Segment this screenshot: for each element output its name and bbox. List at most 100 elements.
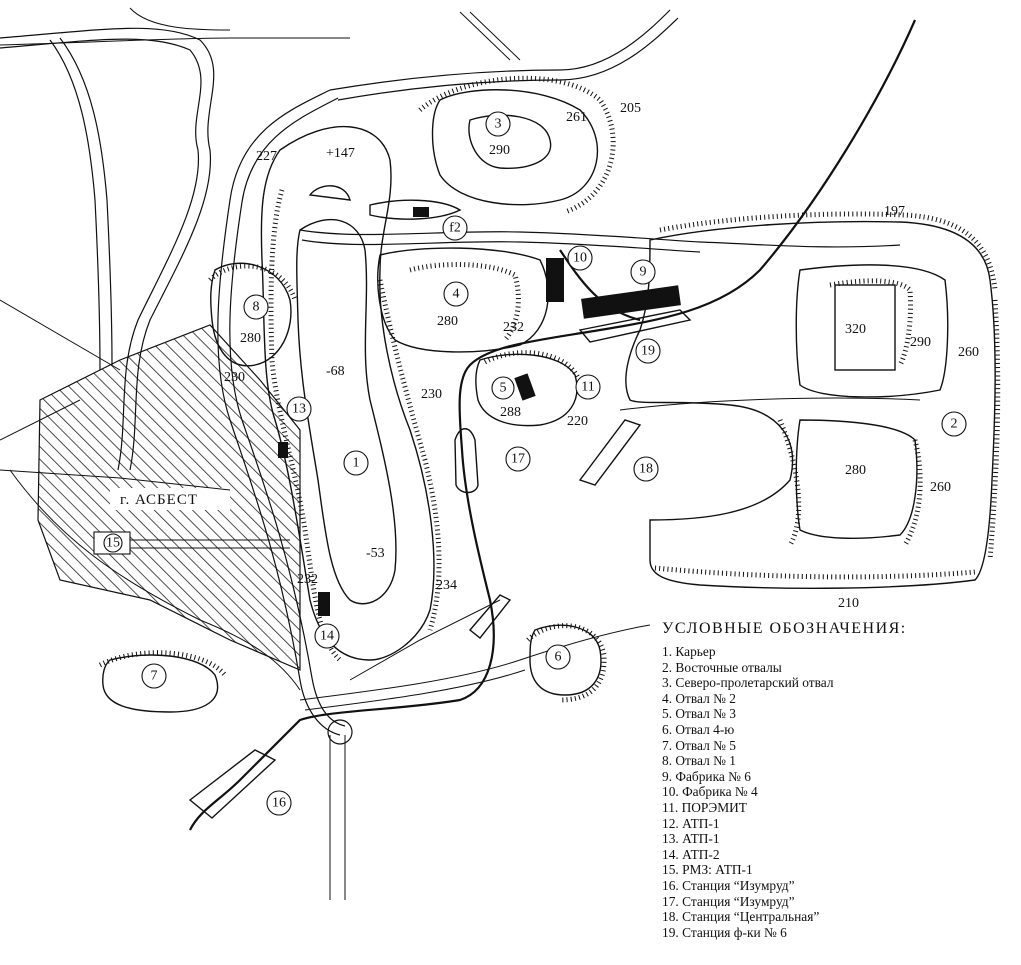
svg-text:16: 16	[272, 796, 286, 811]
elev-label: 227	[256, 149, 277, 164]
legend-item-4: 4. Отвал № 2	[662, 690, 736, 706]
svg-text:13: 13	[292, 402, 306, 417]
road-central	[299, 229, 901, 248]
site-marker-11: 11	[575, 374, 601, 400]
elev-label: 260	[930, 480, 951, 495]
elev-label: 210	[838, 596, 859, 611]
pit-outline	[260, 125, 435, 661]
elev-label: 232	[297, 572, 318, 587]
road-west-south	[9, 469, 301, 691]
station-17-shape	[454, 428, 479, 494]
elev-label: 290	[910, 335, 931, 350]
site-marker-5: 5	[491, 376, 515, 400]
dump-8-outline	[210, 262, 292, 367]
road-east-west	[619, 397, 921, 411]
road-northeast	[459, 11, 521, 61]
site-marker-4: 4	[443, 281, 469, 307]
site-marker-7: 7	[141, 663, 167, 689]
dump-2-hachure-east	[987, 299, 1001, 561]
elev-label: -53	[366, 546, 385, 561]
legend-item-18: 18. Станция “Центральная”	[662, 909, 820, 925]
road-south-2	[304, 669, 526, 711]
legend-item-7: 7. Отвал № 5	[662, 737, 736, 753]
atp-2-building-14	[318, 592, 330, 616]
road-city-link	[130, 539, 290, 549]
dump-4-outline	[377, 247, 549, 353]
atp-1-building-13	[278, 442, 288, 458]
elev-label: 290	[489, 143, 510, 158]
dump-3-hachure	[418, 75, 616, 215]
elev-label: 197	[884, 204, 905, 219]
svg-text:7: 7	[151, 669, 158, 684]
site-marker-9: 9	[630, 259, 656, 285]
legend-item-10: 10. Фабрика № 4	[662, 784, 758, 800]
elev-label: 288	[500, 405, 521, 420]
elev-label: 320	[845, 322, 866, 337]
legend-item-14: 14. АТП-2	[662, 846, 720, 862]
elev-label: -68	[326, 364, 345, 379]
station-16-shape	[188, 749, 277, 819]
site-marker-12: f2	[442, 215, 468, 241]
elev-label: 220	[567, 414, 588, 429]
site-marker-8: 8	[243, 294, 269, 320]
svg-text:2: 2	[951, 417, 958, 432]
svg-text:10: 10	[573, 251, 587, 266]
dump-7-outline	[102, 654, 219, 713]
city-label-bg	[110, 488, 230, 510]
road-south-stem	[329, 735, 346, 900]
road-diag-west	[0, 299, 121, 441]
small-dump-north-2	[369, 199, 462, 220]
svg-text:19: 19	[641, 344, 655, 359]
road-north	[0, 7, 350, 46]
svg-text:11: 11	[581, 380, 594, 395]
svg-text:9: 9	[640, 265, 647, 280]
small-dump-north	[308, 185, 351, 201]
dump-2-inner-upper	[795, 264, 949, 398]
dump-7-hachure	[98, 650, 227, 677]
elev-label: 230	[224, 370, 245, 385]
road-northwest-2	[59, 37, 113, 366]
elev-label: 260	[958, 345, 979, 360]
dump-2-inner-lower	[795, 419, 918, 539]
elev-label: +147	[326, 146, 355, 161]
road-northwest	[49, 39, 101, 371]
main-road-west	[217, 89, 341, 736]
svg-text:17: 17	[511, 452, 525, 467]
map-legend: УСЛОВНЫЕ ОБОЗНАЧЕНИЯ: 1. Карьер 2. Восто…	[662, 620, 1012, 940]
svg-text:f2: f2	[449, 221, 461, 236]
railway-line	[189, 19, 917, 831]
site-marker-14: 14	[314, 623, 340, 649]
site-marker-13: 13	[286, 396, 312, 422]
legend-item-15: 15. РМЗ: АТП-1	[662, 862, 753, 878]
site-marker-15: 15	[93, 531, 131, 555]
legend-title: УСЛОВНЫЕ ОБОЗНАЧЕНИЯ:	[662, 620, 907, 637]
dump-3-outline	[431, 89, 599, 206]
elev-label: 280	[845, 463, 866, 478]
dump-2-inner-upper-hachure	[829, 278, 913, 367]
site-marker-1: 1	[343, 450, 369, 476]
city-label: г. АСБЕСТ	[120, 492, 198, 508]
river-west	[0, 27, 215, 471]
elev-label: 205	[620, 101, 641, 116]
svg-text:1: 1	[353, 456, 360, 471]
road-south-1	[299, 624, 651, 701]
legend-item-1: 1. Карьер	[662, 644, 716, 659]
river-west-bank	[0, 38, 202, 471]
poremit-building	[514, 373, 536, 401]
svg-text:6: 6	[555, 650, 562, 665]
legend-item-5: 5. Отвал № 3	[662, 706, 736, 722]
elev-label: 232	[503, 320, 524, 335]
elev-label: 280	[240, 331, 261, 346]
dump-2-inner-lower-hachure	[777, 419, 923, 547]
elev-label: 234	[436, 578, 457, 593]
site-marker-10: 10	[567, 245, 593, 271]
dump-2-plateau-320	[834, 284, 896, 371]
legend-item-11: 11. ПОРЭМИТ	[662, 799, 747, 815]
dump-3-inner	[468, 114, 552, 169]
legend-item-2: 2. Восточные отвалы	[662, 659, 782, 675]
road-north-bridge-2	[337, 17, 679, 101]
railway-spur	[559, 249, 641, 322]
site-marker-18: 18	[633, 456, 659, 482]
road-diag-south	[349, 599, 501, 681]
station-near-6	[468, 594, 512, 639]
